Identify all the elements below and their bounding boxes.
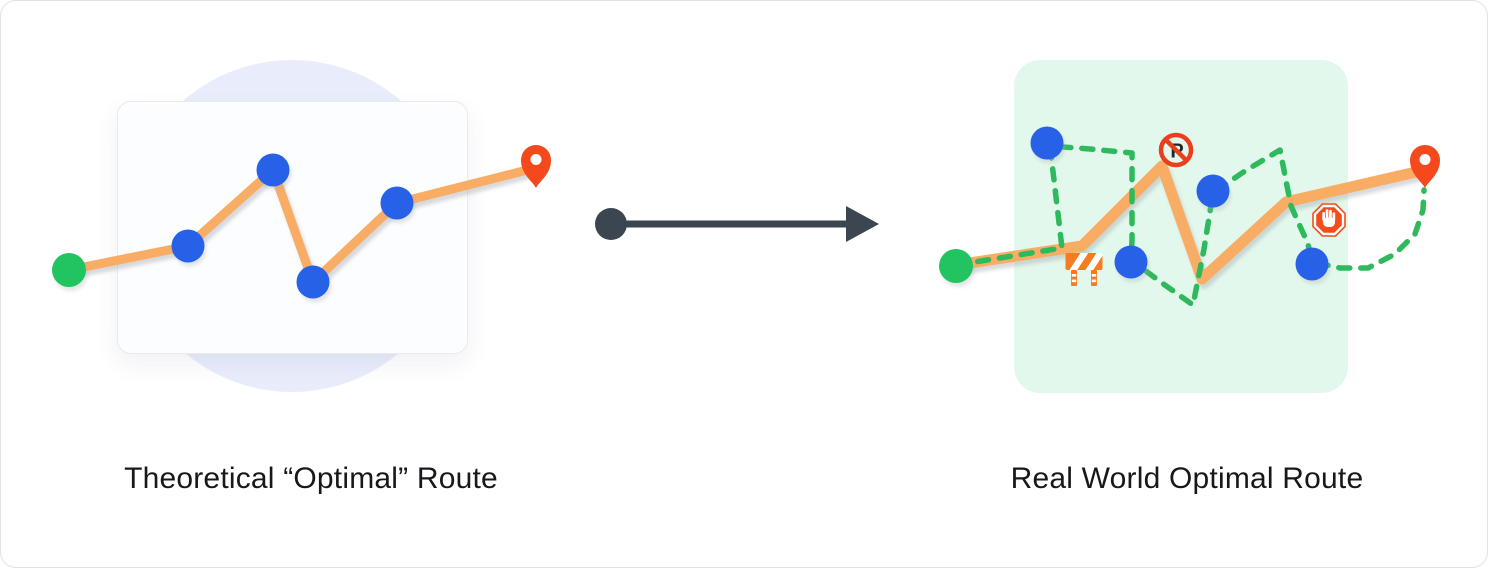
start-dot — [939, 249, 973, 283]
destination-pin-icon — [1410, 145, 1440, 188]
stop-hand-icon — [1312, 203, 1346, 237]
left-caption: Theoretical “Optimal” Route — [124, 462, 498, 495]
route-line — [64, 164, 536, 287]
waypoint-dot — [1030, 126, 1064, 160]
waypoint-dot — [256, 153, 290, 187]
waypoint-dot — [171, 229, 205, 263]
waypoint-dot — [1196, 174, 1230, 208]
waypoint-dot — [1295, 247, 1329, 281]
waypoint-dot — [296, 265, 330, 299]
detour-dashed-path — [953, 143, 1427, 308]
waypoint-dot — [1114, 245, 1148, 279]
transition-arrow — [595, 206, 879, 242]
real-world-route-group: P — [939, 126, 1440, 308]
no-parking-icon: P — [1158, 132, 1194, 168]
roadblock-icon — [1065, 253, 1103, 286]
theoretical-route-group — [52, 145, 551, 303]
waypoint-dot — [380, 186, 414, 220]
route-line — [950, 160, 1422, 285]
right-caption: Real World Optimal Route — [1010, 462, 1364, 495]
start-dot — [52, 253, 86, 287]
destination-pin-icon — [521, 145, 551, 188]
